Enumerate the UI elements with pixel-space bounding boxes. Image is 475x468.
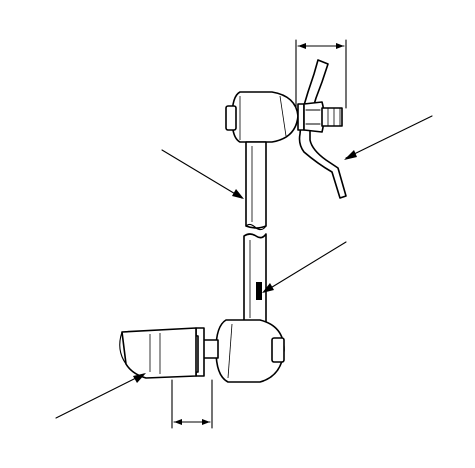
lower-thread-dimension: [171, 379, 213, 429]
bracket-callout: [344, 115, 433, 160]
mark-callout: [262, 241, 347, 293]
link-rod-callout: [161, 149, 244, 199]
stabilizer-bar-callout: [55, 373, 146, 419]
rod-mark: [256, 282, 262, 300]
link-rod: [243, 141, 267, 323]
upper-thread-dimension: [295, 39, 347, 109]
stabilizer-bar: [119, 327, 197, 379]
upper-ball-joint: [225, 91, 343, 143]
